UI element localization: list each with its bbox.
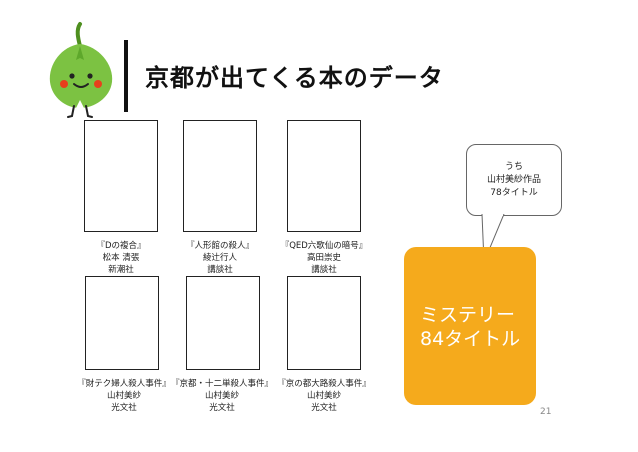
book-publisher: 講談社: [207, 265, 233, 275]
book-publisher: 光文社: [311, 403, 337, 413]
book-publisher: 新潮社: [108, 265, 134, 275]
bubble-line-2: 山村美紗作品: [486, 175, 541, 185]
book-title: 『人形館の殺人』: [185, 241, 254, 251]
book-caption-5: 『京都・十二単殺人事件』 山村美紗 光文社: [166, 378, 278, 414]
book-title: 『京都・十二単殺人事件』: [170, 379, 273, 389]
book-author: 山村美紗: [106, 391, 141, 401]
book-cover-6: [287, 276, 361, 370]
book-cover-2: [183, 120, 257, 232]
book-caption-1: 『Dの複合』 松本 清張 新潮社: [65, 240, 177, 276]
bubble-line-3: 78タイトル: [490, 188, 538, 198]
book-author: 松本 清張: [102, 253, 140, 263]
mystery-count-callout: ミステリー 84タイトル: [404, 247, 536, 405]
book-caption-3: 『QED六歌仙の暗号』 高田崇史 講談社: [268, 240, 380, 276]
book-title: 『財テク婦人殺人事件』: [77, 379, 171, 389]
book-cover-4: [85, 276, 159, 370]
book-caption-4: 『財テク婦人殺人事件』 山村美紗 光文社: [68, 378, 180, 414]
book-author: 山村美紗: [306, 391, 341, 401]
book-publisher: 光文社: [111, 403, 137, 413]
book-author: 高田崇史: [306, 253, 341, 263]
book-caption-6: 『京の都大路殺人事件』 山村美紗 光文社: [268, 378, 380, 414]
title-divider: [124, 40, 128, 112]
book-cover-1: [84, 120, 158, 232]
bubble-line-1: うち: [504, 162, 523, 172]
slide-title: 京都が出てくる本のデータ: [145, 64, 444, 92]
book-title: 『QED六歌仙の暗号』: [280, 241, 368, 251]
book-title: 『Dの複合』: [96, 241, 146, 251]
ginkgo-mascot-icon: [49, 22, 113, 118]
book-cover-5: [186, 276, 260, 370]
book-author: 山村美紗: [204, 391, 239, 401]
book-publisher: 光文社: [209, 403, 235, 413]
book-publisher: 講談社: [311, 265, 337, 275]
book-cover-3: [287, 120, 361, 232]
book-caption-2: 『人形館の殺人』 綾辻行人 講談社: [164, 240, 276, 276]
callout-line-2: 84タイトル: [420, 328, 521, 350]
page-number: 21: [540, 407, 552, 417]
book-author: 綾辻行人: [202, 253, 237, 263]
callout-line-1: ミステリー: [420, 304, 516, 326]
speech-bubble: うち 山村美紗作品 78タイトル: [466, 144, 562, 216]
book-title: 『京の都大路殺人事件』: [277, 379, 371, 389]
